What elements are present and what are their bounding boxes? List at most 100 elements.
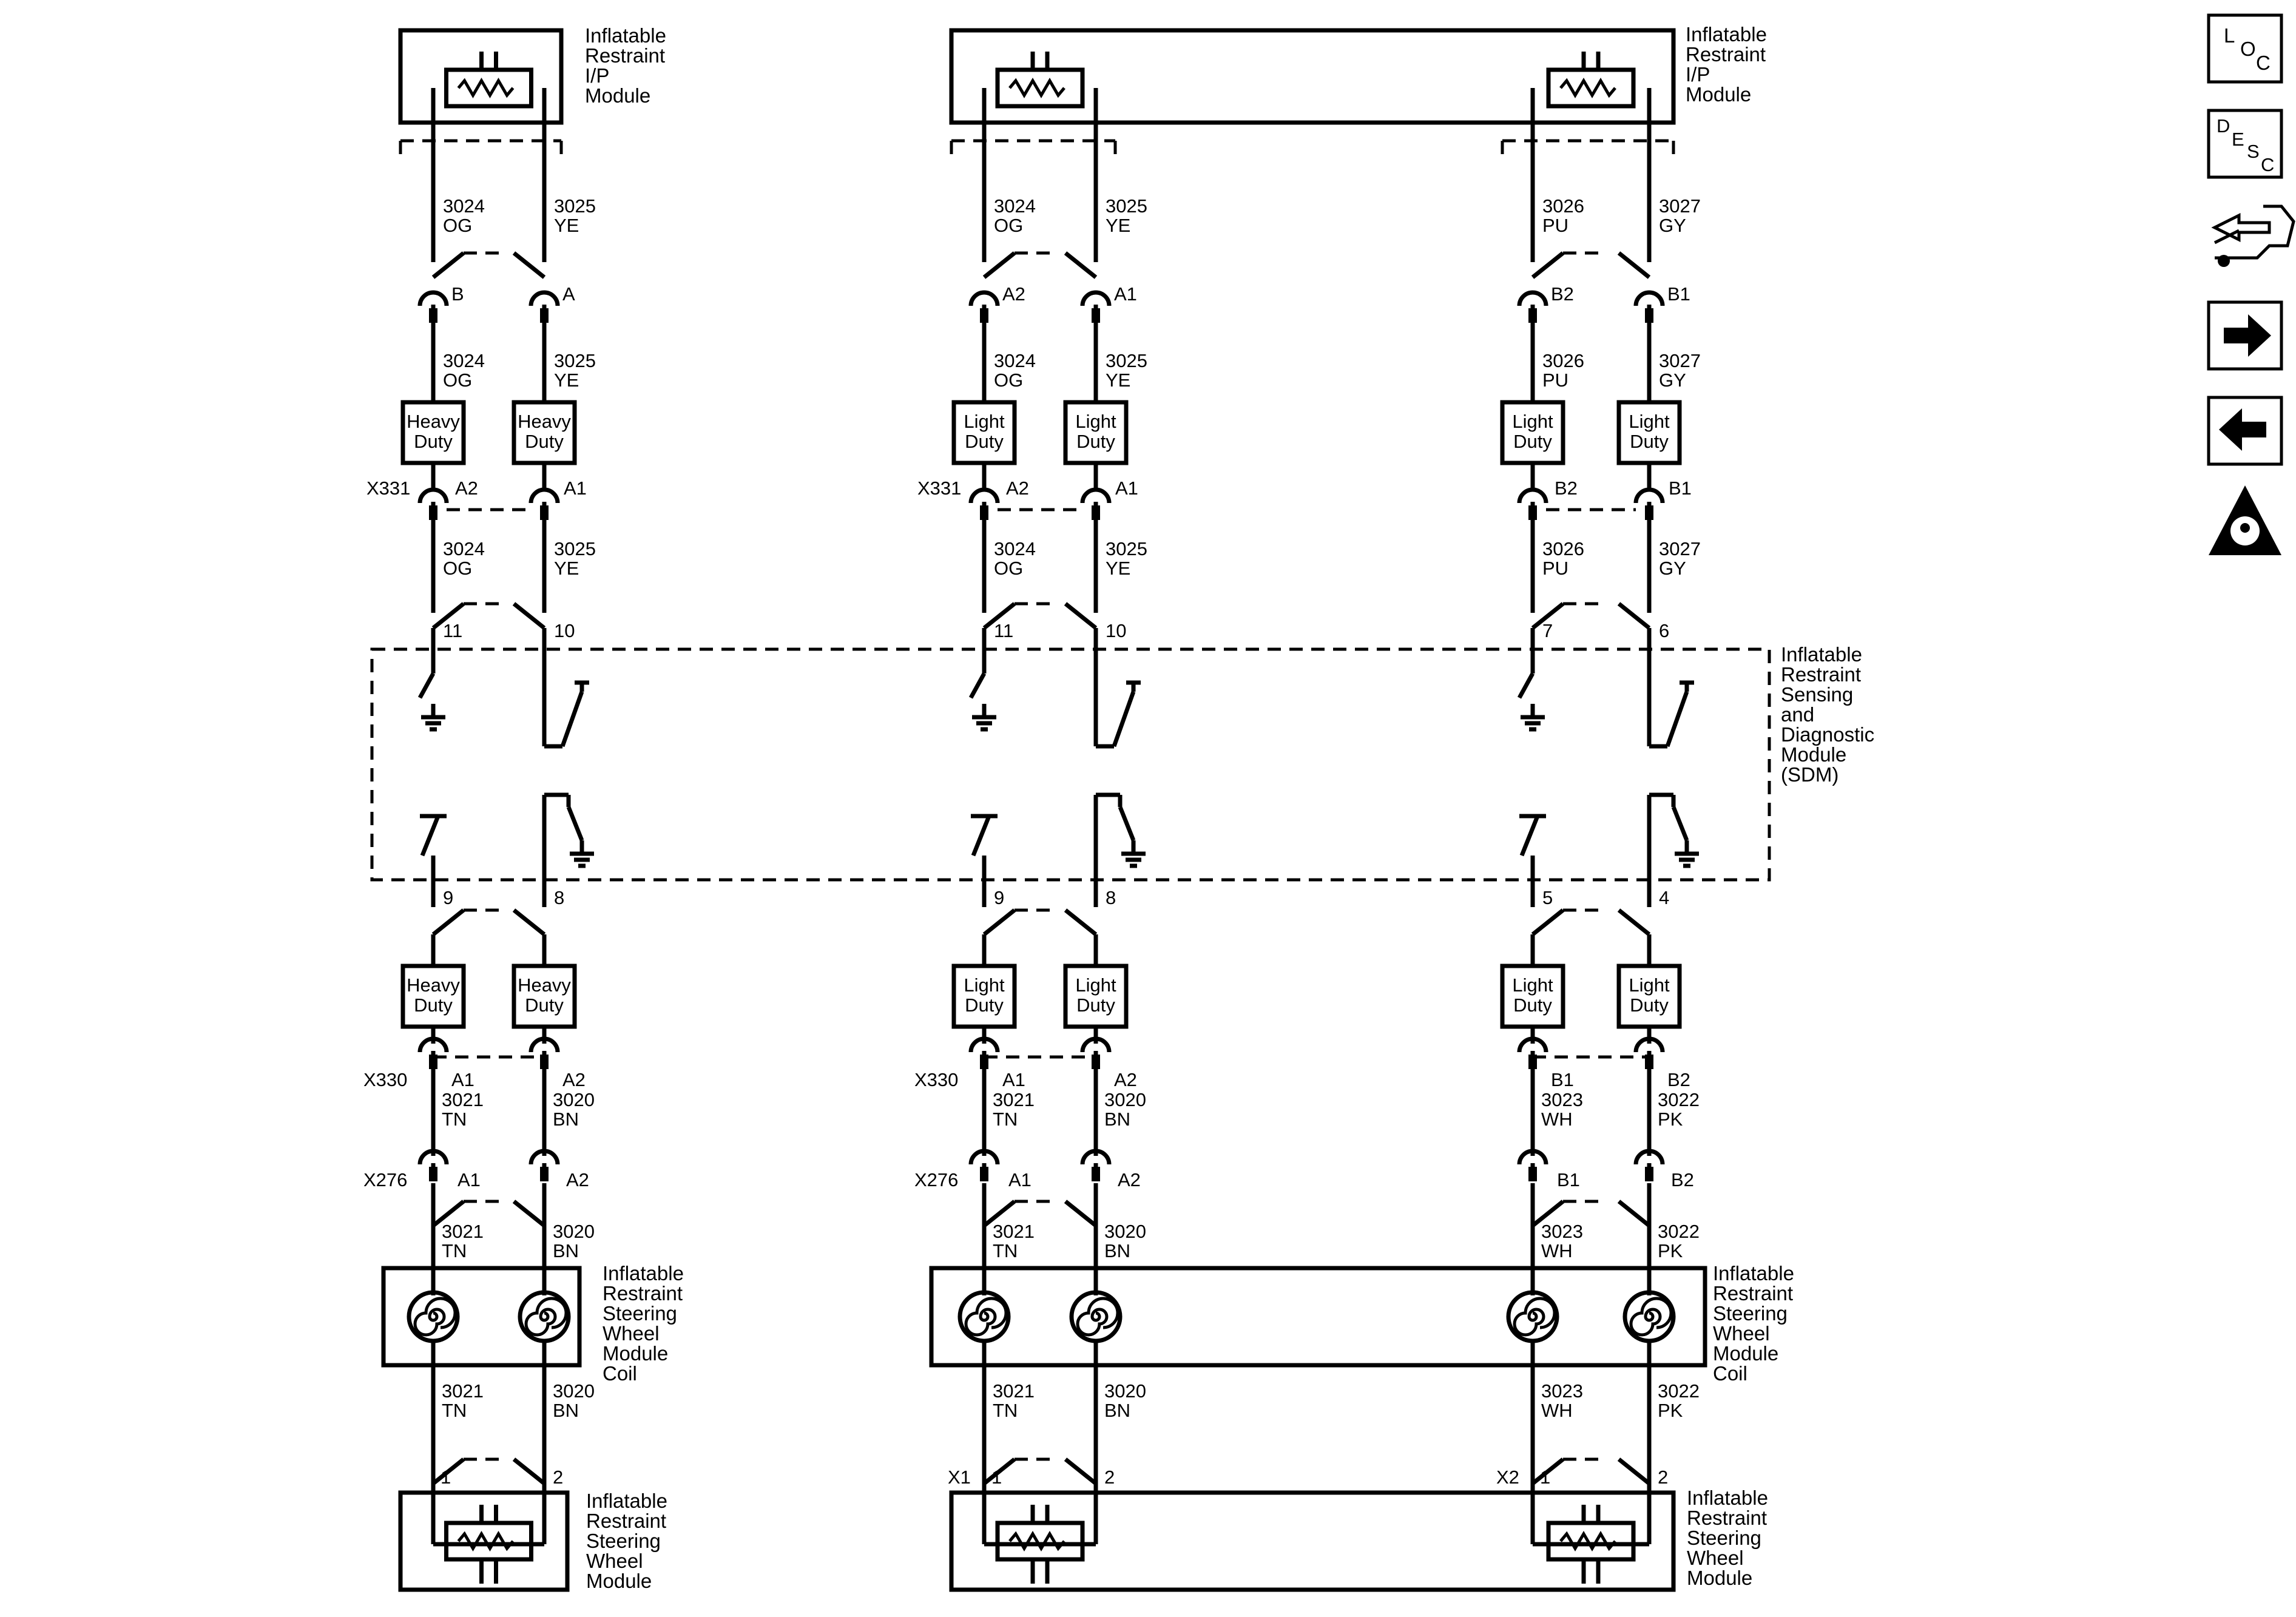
connector-x276-label: X276 <box>363 1169 407 1190</box>
connector-socket <box>1080 290 1112 306</box>
deploy-switch <box>1112 690 1136 748</box>
pin-label: B2 <box>1671 1169 1694 1190</box>
connector-pin-body <box>429 1167 437 1181</box>
pin-label: A1 <box>564 478 587 499</box>
duty-label: Light <box>1512 974 1553 996</box>
pin-label: A1 <box>1114 283 1137 305</box>
wire-color: PU <box>1542 215 1568 236</box>
connector-pin-body <box>429 505 437 520</box>
loc-button[interactable]: LOC <box>2207 13 2283 84</box>
circuit-number: 3022 <box>1658 1380 1700 1402</box>
connector-pin-body <box>540 505 549 520</box>
ip-module-label: Module <box>1686 83 1751 106</box>
connector-pin-body <box>1528 1167 1537 1181</box>
duty-label: Heavy <box>518 974 571 996</box>
coil-spiral <box>524 1297 568 1337</box>
desc-letter: E <box>2232 129 2244 150</box>
circuit-number: 3021 <box>442 1221 484 1242</box>
circuit-number: 3024 <box>994 538 1036 559</box>
pin-label: B2 <box>1555 478 1578 499</box>
pin-label: 1 <box>991 1467 1002 1488</box>
shorting-bar <box>1531 1457 1565 1485</box>
desc-letter: C <box>2261 154 2274 175</box>
duty-label: Light <box>1075 974 1116 996</box>
wire-color: OG <box>443 215 472 236</box>
coil-label: Steering <box>1713 1302 1788 1325</box>
wire-color: YE <box>1106 215 1130 236</box>
sdm-group: InflatableRestraintSensingandDiagnosticM… <box>370 643 1874 882</box>
sw-module-label: Restraint <box>586 1510 666 1532</box>
next-arrow-icon[interactable] <box>2207 300 2283 371</box>
connector-x330-label: X330 <box>914 1069 958 1090</box>
duty-label: Duty <box>965 431 1004 452</box>
wire-color: TN <box>993 1109 1018 1130</box>
airbag-warning-icon[interactable] <box>2209 485 2281 555</box>
circuit-number: 3027 <box>1659 195 1701 217</box>
resistor-zigzag <box>1008 78 1065 98</box>
circuit-number: 3020 <box>1104 1089 1146 1110</box>
duty-label: Heavy <box>407 411 460 432</box>
wire-color: TN <box>993 1400 1018 1421</box>
sw-squib <box>444 1521 533 1562</box>
desc-letter: D <box>2217 115 2230 137</box>
circuit-number: 3021 <box>993 1089 1035 1110</box>
pin-label: B <box>451 283 464 305</box>
duty-label: Light <box>1512 411 1553 432</box>
coil-label: Steering <box>603 1302 677 1325</box>
resistor-zigzag <box>457 78 515 98</box>
pin-label: 2 <box>553 1467 563 1488</box>
sw-module-label: Wheel <box>1687 1547 1744 1569</box>
coil-box-right <box>929 1266 1707 1368</box>
resistor-zigzag <box>1559 78 1616 98</box>
sdm-pin-label: 5 <box>1542 887 1553 908</box>
pin-label: B1 <box>1557 1169 1580 1190</box>
sdm-label: and <box>1781 703 1814 726</box>
connector-socket <box>1080 1149 1112 1165</box>
shorting-bar <box>1617 1457 1651 1485</box>
sdm-pin-label: 10 <box>554 620 575 641</box>
pin-label: 1 <box>1540 1467 1550 1488</box>
circuit-number: 3020 <box>553 1380 595 1402</box>
connector-socket <box>528 1149 560 1165</box>
connector-socket <box>968 487 1000 504</box>
duty-label: Duty <box>1513 431 1552 452</box>
loc-letter: O <box>2240 38 2256 60</box>
coil-label: Coil <box>603 1362 637 1385</box>
coil-spiral <box>1513 1297 1556 1337</box>
connector-socket <box>417 1036 449 1053</box>
pin-label: 2 <box>1104 1467 1115 1488</box>
prev-arrow <box>2219 408 2266 451</box>
wire-color: PK <box>1658 1400 1683 1421</box>
connector-pin-body <box>1092 1167 1100 1181</box>
next-arrow <box>2224 314 2271 357</box>
connector-socket <box>1080 487 1112 504</box>
prev-arrow-icon[interactable] <box>2207 396 2283 466</box>
ip-module-label: Restraint <box>1686 43 1766 66</box>
circuit-number: 3027 <box>1659 538 1701 559</box>
shorting-bar <box>431 1457 465 1485</box>
next-frame <box>2207 300 2283 371</box>
wire-color: TN <box>442 1240 467 1261</box>
shorting-bar <box>982 251 1016 279</box>
sw-module-label: Steering <box>586 1530 661 1552</box>
sdm-label: (SDM) <box>1781 763 1838 786</box>
pin-label: 1 <box>441 1467 451 1488</box>
wire-color: PU <box>1542 370 1568 391</box>
circuit-number: 3023 <box>1541 1089 1583 1110</box>
wire-color: PK <box>1658 1109 1683 1130</box>
sw-module-label: Module <box>586 1570 652 1592</box>
connector-socket <box>968 290 1000 306</box>
shorting-bar <box>512 251 546 279</box>
circuit-number: 3024 <box>443 195 485 217</box>
pin-label: A2 <box>1118 1169 1141 1190</box>
shorting-bar <box>512 908 546 936</box>
coil-label: Restraint <box>1713 1282 1793 1305</box>
deploy-switch <box>417 672 436 699</box>
connector-wrench-icon[interactable] <box>2211 204 2295 267</box>
wire-color: WH <box>1541 1400 1573 1421</box>
wire-color: YE <box>554 215 579 236</box>
wire-color: TN <box>442 1109 467 1130</box>
